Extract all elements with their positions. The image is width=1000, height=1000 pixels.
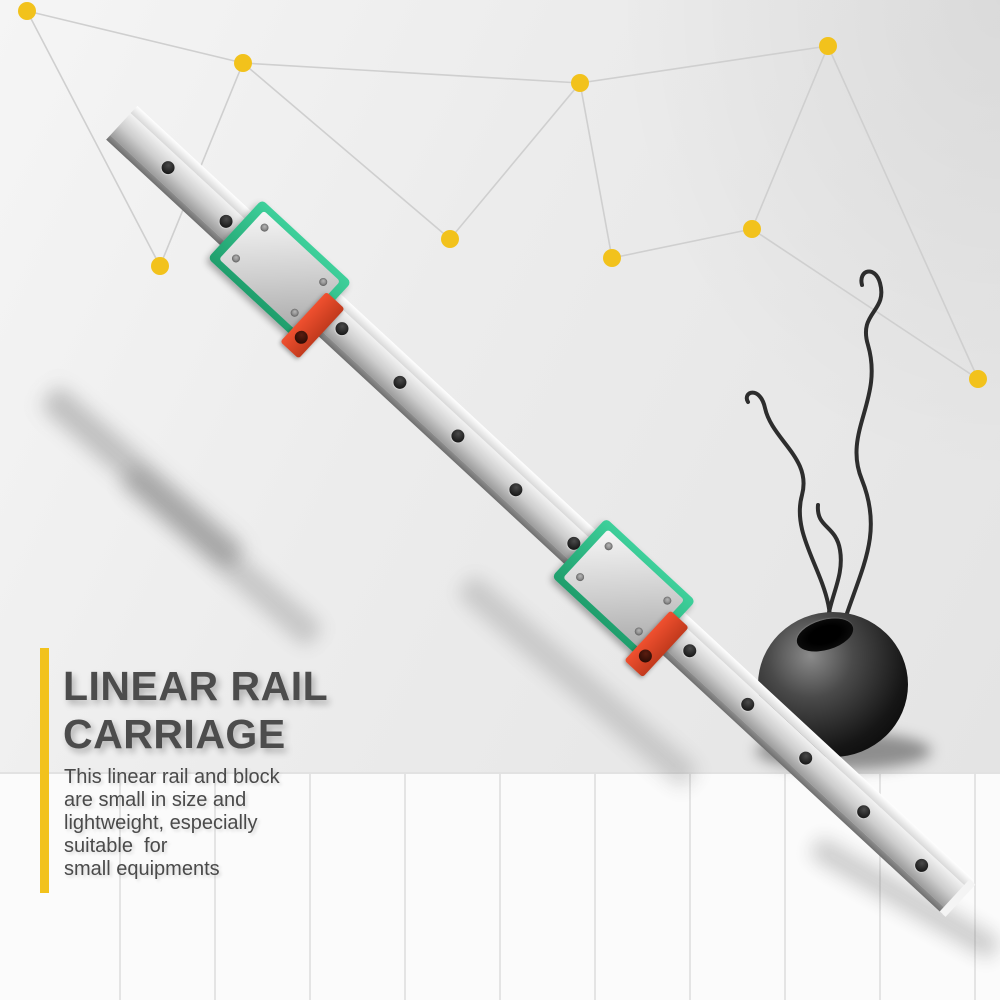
- description-line: suitable for: [64, 835, 168, 857]
- description-line: lightweight, especially: [64, 812, 258, 834]
- carriage-screw: [602, 540, 615, 552]
- wall-dot: [969, 370, 987, 388]
- product-description: This linear rail and block are small in …: [64, 766, 280, 881]
- end-seal-hole: [292, 328, 311, 347]
- wall-shading: [580, 0, 1000, 520]
- wall-dots: [18, 2, 987, 388]
- carriage-screw: [317, 276, 329, 288]
- wall-dot: [819, 37, 837, 55]
- page-title: LINEAR RAIL CARRIAGE: [63, 662, 328, 758]
- wall-dot: [603, 249, 621, 267]
- carriage-screw: [289, 307, 301, 319]
- end-seal-hole: [636, 646, 655, 666]
- description-line: small equipments: [64, 858, 220, 880]
- wall-network: [18, 2, 987, 388]
- vase-branches: [744, 269, 884, 652]
- carriage-screw: [574, 571, 586, 583]
- headline-line1: LINEAR RAIL: [63, 663, 329, 709]
- description-line: This linear rail and block: [64, 766, 280, 788]
- wall-dot: [18, 2, 36, 20]
- wall-dot: [151, 257, 169, 275]
- carriage-screw: [230, 252, 242, 265]
- headline-line2: CARRIAGE: [63, 711, 286, 757]
- wall-dot: [571, 74, 589, 92]
- carriage-screw: [258, 221, 271, 234]
- wall-dot: [743, 220, 761, 238]
- wall-dot: [234, 54, 252, 72]
- carriage-screw: [661, 594, 673, 607]
- accent-bar: [40, 648, 49, 893]
- wall-dot: [441, 230, 459, 248]
- carriage-screw: [633, 625, 645, 638]
- description-line: are small in size and: [64, 789, 247, 811]
